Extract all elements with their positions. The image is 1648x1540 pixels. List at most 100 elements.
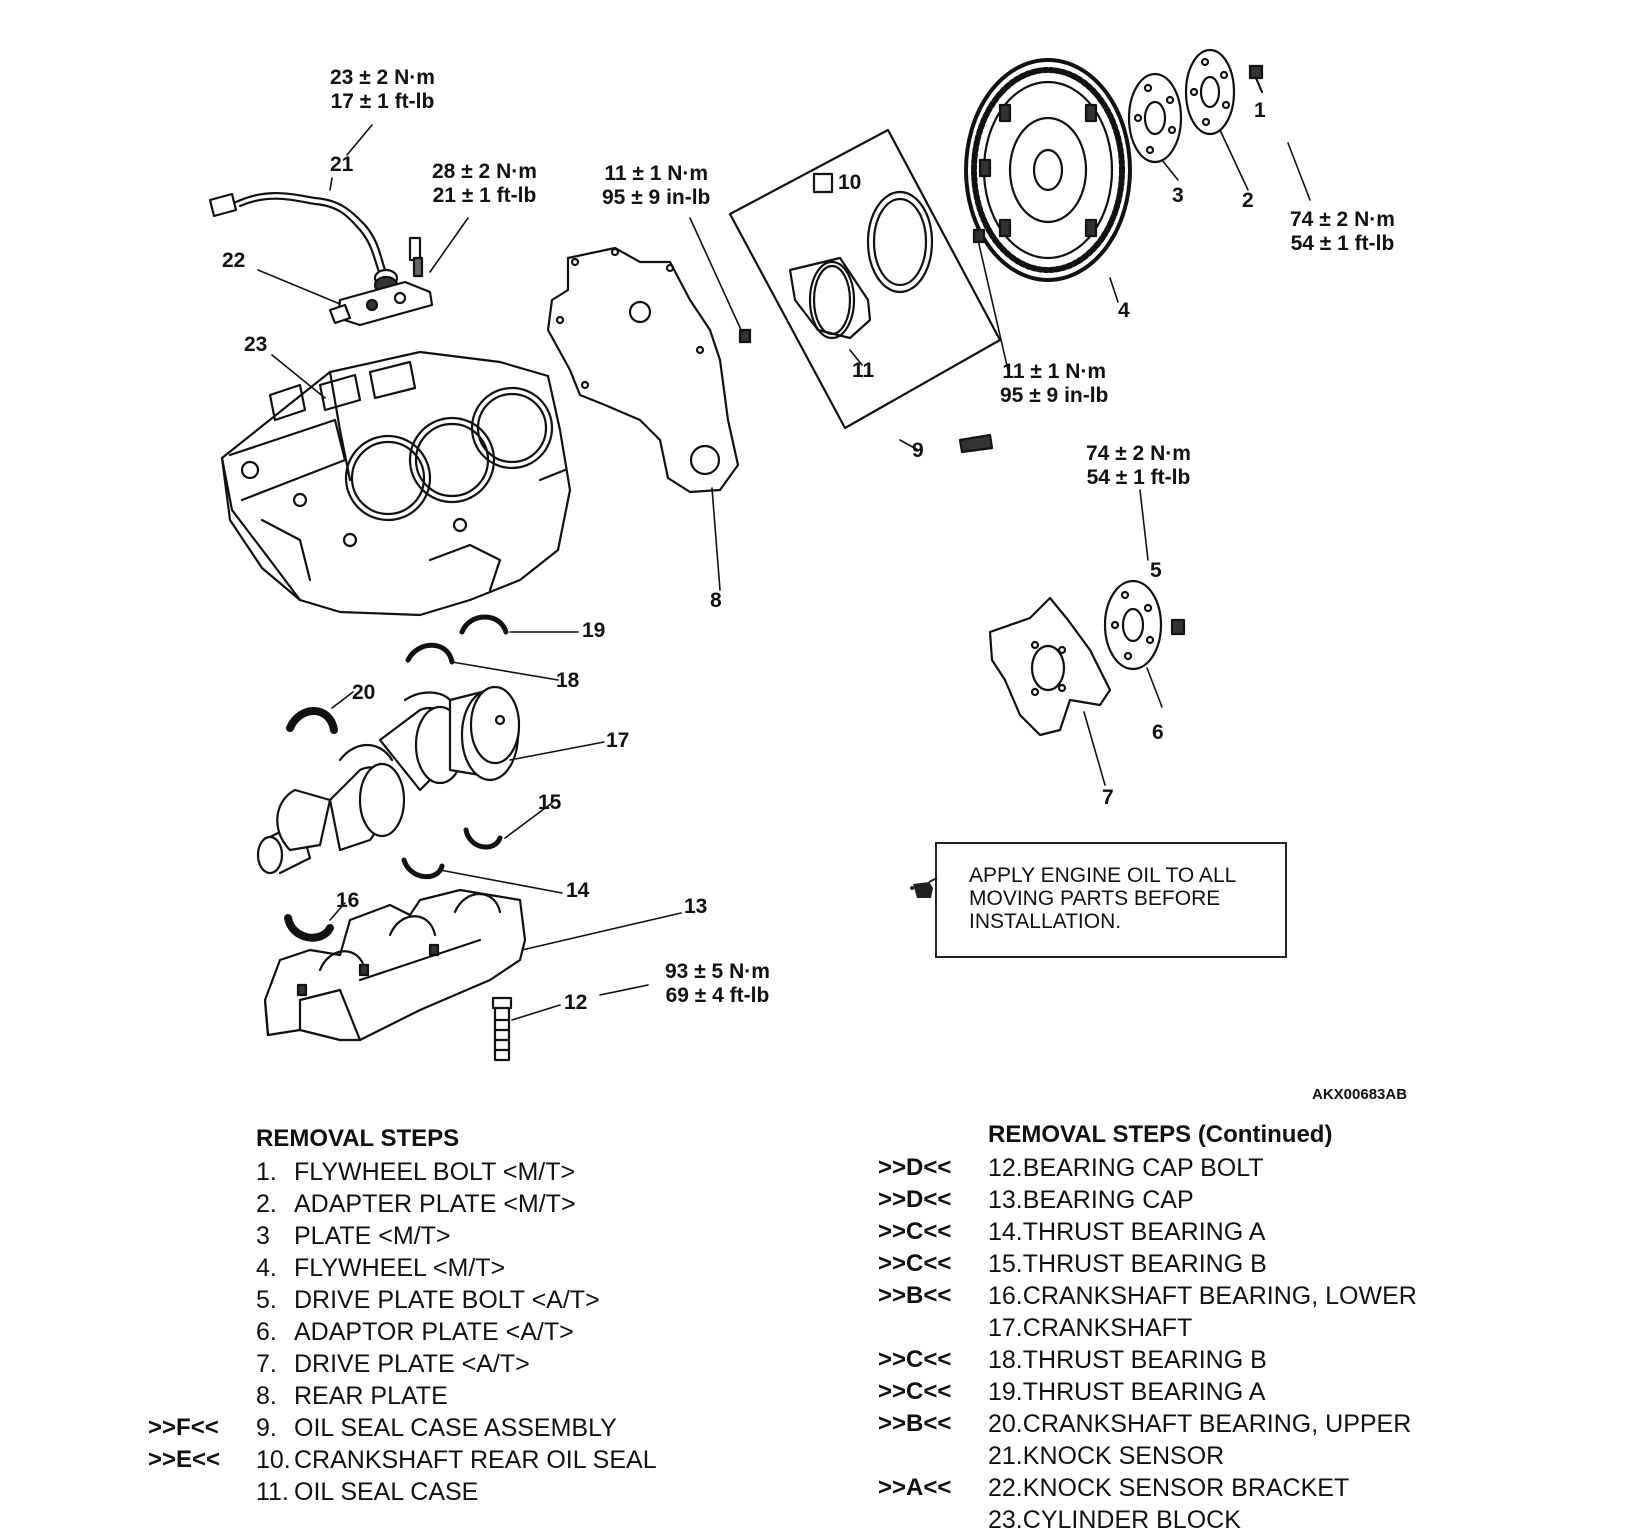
torque-metric: 93 ± 5 N·m bbox=[665, 960, 770, 983]
adapter-plate bbox=[1184, 48, 1236, 136]
service-point-code: >>B<< bbox=[878, 1410, 952, 1437]
oil-seal-case-bolts bbox=[958, 228, 994, 454]
step-number: 21. bbox=[988, 1442, 1023, 1470]
step-label: DRIVE PLATE BOLT <A/T> bbox=[294, 1286, 600, 1314]
callout-6: 6 bbox=[1152, 721, 1164, 744]
engine-oil-note: APPLY ENGINE OIL TO ALL MOVING PARTS BEF… bbox=[910, 842, 1287, 958]
callout-21: 21 bbox=[330, 153, 354, 176]
step-number: 16. bbox=[988, 1282, 1023, 1310]
torque-imperial: 69 ± 4 ft-lb bbox=[665, 984, 770, 1007]
step-row: 8.REAR PLATE bbox=[256, 1380, 657, 1412]
step-row: >>D<<12.BEARING CAP BOLT bbox=[878, 1152, 1417, 1184]
step-row: >>C<<18.THRUST BEARING B bbox=[878, 1344, 1417, 1376]
step-label: BEARING CAP bbox=[1022, 1186, 1194, 1214]
service-point-code: >>D<< bbox=[878, 1186, 952, 1213]
callout-1: 1 bbox=[1254, 99, 1266, 122]
figure-code: AKX00683AB bbox=[1312, 1086, 1408, 1103]
step-label: THRUST BEARING A bbox=[1022, 1378, 1266, 1406]
callout-4: 4 bbox=[1118, 299, 1130, 322]
step-row: 11.OIL SEAL CASE bbox=[256, 1476, 657, 1508]
step-number: 18. bbox=[988, 1346, 1023, 1374]
callout-19: 19 bbox=[582, 619, 606, 642]
step-label: KNOCK SENSOR bbox=[1022, 1442, 1225, 1470]
thrust-bearing-a-lower bbox=[401, 857, 445, 880]
torque-imperial: 54 ± 1 ft-lb bbox=[1290, 232, 1395, 255]
removal-steps: REMOVAL STEPS 1.FLYWHEEL BOLT <M/T>2.ADA… bbox=[148, 1124, 657, 1508]
callout-9: 9 bbox=[912, 439, 924, 462]
step-row: 6.ADAPTOR PLATE <A/T> bbox=[256, 1316, 657, 1348]
callout-13: 13 bbox=[684, 895, 708, 918]
thrust-bearing-a-upper bbox=[459, 614, 509, 635]
step-label: THRUST BEARING B bbox=[1022, 1250, 1267, 1278]
step-number: 13. bbox=[988, 1186, 1023, 1214]
removal-steps-title: REMOVAL STEPS bbox=[256, 1125, 460, 1152]
step-row: >>E<<10.CRANKSHAFT REAR OIL SEAL bbox=[148, 1444, 657, 1476]
step-row: >>A<<22.KNOCK SENSOR BRACKET bbox=[878, 1472, 1417, 1504]
step-row: 23.CYLINDER BLOCK bbox=[988, 1504, 1417, 1536]
step-label: KNOCK SENSOR BRACKET bbox=[1022, 1474, 1350, 1502]
callout-12: 12 bbox=[564, 991, 588, 1014]
step-label: BEARING CAP BOLT bbox=[1022, 1154, 1264, 1182]
cylinder-block bbox=[220, 350, 572, 617]
callout-10: 10 bbox=[838, 171, 862, 194]
service-point-code: >>E<< bbox=[148, 1446, 221, 1473]
step-label: THRUST BEARING A bbox=[1022, 1218, 1266, 1246]
step-row: >>B<<20.CRANKSHAFT BEARING, UPPER bbox=[878, 1408, 1417, 1440]
step-label: FLYWHEEL BOLT <M/T> bbox=[294, 1158, 576, 1186]
removal-steps-continued: REMOVAL STEPS (Continued) >>D<<12.BEARIN… bbox=[878, 1120, 1417, 1536]
torque-spec-12: 93 ± 5 N·m 69 ± 4 ft-lb bbox=[665, 960, 770, 1008]
torque-metric: 74 ± 2 N·m bbox=[1086, 442, 1191, 465]
step-number: 23. bbox=[988, 1506, 1023, 1534]
step-row: >>C<<19.THRUST BEARING A bbox=[878, 1376, 1417, 1408]
step-label: CRANKSHAFT bbox=[1022, 1314, 1193, 1342]
step-row: 2.ADAPTER PLATE <M/T> bbox=[256, 1188, 657, 1220]
callout-15: 15 bbox=[538, 791, 562, 814]
torque-metric: 74 ± 2 N·m bbox=[1290, 208, 1395, 231]
drive-plate-bolt bbox=[1170, 618, 1186, 636]
callout-5: 5 bbox=[1150, 559, 1162, 582]
crankshaft bbox=[256, 685, 521, 875]
step-row: 17.CRANKSHAFT bbox=[988, 1312, 1417, 1344]
step-number: 10. bbox=[256, 1446, 291, 1474]
callout-3: 3 bbox=[1172, 184, 1184, 207]
step-row: 21.KNOCK SENSOR bbox=[988, 1440, 1417, 1472]
service-point-code: >>C<< bbox=[878, 1378, 952, 1405]
torque-spec-8a: 11 ± 1 N·m 95 ± 9 in-lb bbox=[602, 162, 710, 210]
torque-imperial: 54 ± 1 ft-lb bbox=[1086, 466, 1191, 489]
step-row: >>B<<16.CRANKSHAFT BEARING, LOWER bbox=[878, 1280, 1417, 1312]
service-point-code: >>C<< bbox=[878, 1218, 952, 1245]
callout-20: 20 bbox=[352, 681, 376, 704]
step-number: 7. bbox=[256, 1350, 277, 1378]
step-label: CRANKSHAFT BEARING, LOWER bbox=[1022, 1282, 1417, 1310]
flywheel-bolt bbox=[1248, 64, 1264, 94]
step-label: ADAPTOR PLATE <A/T> bbox=[294, 1318, 574, 1346]
torque-metric: 28 ± 2 N·m bbox=[432, 160, 537, 183]
step-row: >>C<< 14.THRUST BEARING A bbox=[878, 1216, 1417, 1248]
step-label: THRUST BEARING B bbox=[1022, 1346, 1267, 1374]
step-number: 3 bbox=[256, 1222, 270, 1250]
step-number: 8. bbox=[256, 1382, 277, 1410]
step-number: 15. bbox=[988, 1250, 1023, 1278]
callout-22: 22 bbox=[222, 249, 246, 272]
callout-16: 16 bbox=[336, 889, 360, 912]
step-row: >>D<< 13.BEARING CAP bbox=[878, 1184, 1417, 1216]
callout-2: 2 bbox=[1242, 189, 1254, 212]
note-line: MOVING PARTS BEFORE bbox=[969, 887, 1221, 910]
callout-23: 23 bbox=[244, 333, 268, 356]
note-text: APPLY ENGINE OIL TO ALL MOVING PARTS BEF… bbox=[969, 864, 1236, 933]
adaptor-plate bbox=[1103, 579, 1163, 671]
step-row: >>C<<15.THRUST BEARING B bbox=[878, 1248, 1417, 1280]
note-line: INSTALLATION. bbox=[969, 910, 1122, 933]
rear-plate bbox=[546, 246, 752, 494]
callout-14: 14 bbox=[566, 879, 590, 902]
service-point-code: >>F<< bbox=[148, 1414, 219, 1441]
step-number: 14. bbox=[988, 1218, 1023, 1246]
torque-spec-1: 74 ± 2 N·m 54 ± 1 ft-lb bbox=[1290, 208, 1395, 256]
torque-spec-21: 23 ± 2 N·m 17 ± 1 ft-lb bbox=[330, 66, 435, 114]
step-label: CYLINDER BLOCK bbox=[1022, 1506, 1241, 1534]
step-number: 17. bbox=[988, 1314, 1023, 1342]
crankshaft-bearing-lower bbox=[284, 914, 334, 942]
crankshaft-bearing-upper bbox=[286, 707, 338, 734]
torque-imperial: 21 ± 1 ft-lb bbox=[432, 184, 537, 207]
oil-seal-case-assembly bbox=[728, 128, 1002, 430]
